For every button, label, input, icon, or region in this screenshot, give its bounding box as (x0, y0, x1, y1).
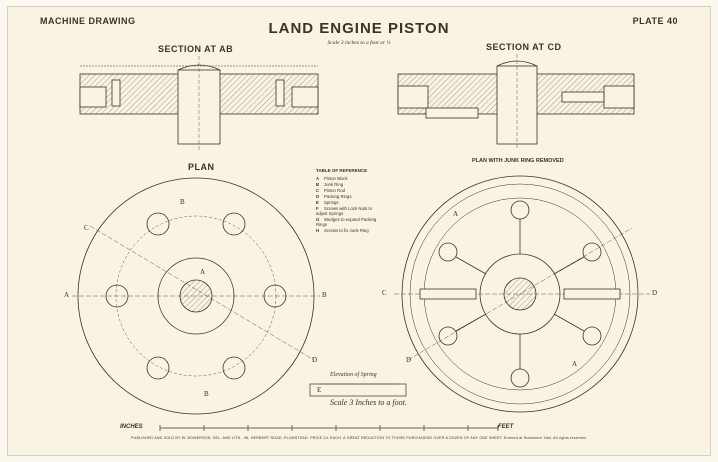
section-cd-view (397, 54, 635, 150)
legend-text: Wedges to expand Packing Rings (316, 217, 377, 227)
plate-number: PLATE 40 (632, 16, 678, 26)
legend-key: H (316, 228, 320, 233)
scale-note: Scale 3 inches to a foot or ¼ (327, 40, 391, 46)
legend-key: B (316, 182, 320, 187)
section-ab-screw-left (111, 79, 121, 107)
spring-elevation (309, 383, 407, 397)
letter-a-center: A (200, 268, 206, 276)
letter-d-plan: D (312, 356, 318, 364)
legend-key: C (316, 188, 320, 193)
plan-screw-1 (146, 212, 170, 236)
legend-item: B Junk Ring (316, 182, 384, 187)
feet-label: FEET (498, 424, 514, 430)
section-ab-packing-right (291, 86, 319, 108)
legend-text: Packing Rings (324, 194, 352, 199)
section-ab-view (79, 56, 319, 150)
legend-item: H Screws to fix Junk Ring (316, 228, 384, 233)
legend-text: Screws to fix Junk Ring (324, 228, 369, 233)
publisher-footer: PUBLISHED AND SOLD BY W. BOWERSON, SEL. … (131, 436, 587, 440)
legend-item: C Piston Rod (316, 188, 384, 193)
legend-item: E Springs (316, 200, 384, 205)
letter-d-junk: D (652, 289, 658, 297)
section-cd-spring-left (425, 107, 479, 119)
inches-label: INCHES (120, 424, 143, 430)
legend-key: A (316, 176, 320, 181)
legend-text: Piston Block (324, 176, 348, 181)
letter-e-spring: E (317, 386, 322, 394)
scale-caption: Scale 3 Inches to a foot. (330, 398, 407, 407)
junk-spring-right (563, 288, 621, 300)
section-cd-spring-right (561, 91, 605, 103)
section-cd-title: SECTION AT CD (486, 42, 562, 52)
letter-b-top: B (180, 198, 185, 206)
letter-a-left: A (64, 291, 70, 299)
legend-key: G (316, 217, 320, 222)
letter-c-plan: C (84, 224, 89, 232)
legend-text: Junk Ring (324, 182, 344, 187)
letter-a-junk-low: A (572, 360, 578, 368)
header-left-label: MACHINE DRAWING (40, 16, 136, 26)
letter-d-junk-low: D (406, 356, 412, 364)
section-ab-title: SECTION AT AB (158, 44, 234, 54)
plan-junk-title: PLAN WITH JUNK RING REMOVED (472, 158, 564, 164)
legend-item: D Packing Rings (316, 194, 384, 199)
section-ab-packing-left (79, 86, 107, 108)
plan-screw-2 (222, 212, 246, 236)
letter-b-bottom: B (204, 390, 209, 398)
plan-screw-6 (222, 356, 246, 380)
drawing-title: LAND ENGINE PISTON (268, 20, 450, 37)
legend-key: F (316, 206, 319, 211)
plan-title: PLAN (188, 162, 215, 172)
legend-key: E (316, 200, 319, 205)
plan-screw-5 (146, 356, 170, 380)
letter-c-junk: C (382, 289, 387, 297)
legend-title: TABLE OF REFERENCE (316, 168, 368, 173)
legend-text: Springs (324, 200, 339, 205)
spring-elevation-label: Elevation of Spring (330, 372, 377, 378)
legend-text: Screws with Lock Nuts to adjust Springs (316, 206, 372, 216)
plan-view (72, 177, 320, 415)
letter-b-right: B (322, 291, 327, 299)
junk-spring-left (419, 288, 477, 300)
letter-a-junk: A (453, 210, 459, 218)
scale-bar (159, 425, 499, 431)
section-ab-screw-right (275, 79, 285, 107)
legend-key: D (316, 194, 320, 199)
plan-junk-removed-view (394, 175, 650, 413)
legend-text: Piston Rod (324, 188, 346, 193)
legend-item: A Piston Block (316, 176, 384, 181)
